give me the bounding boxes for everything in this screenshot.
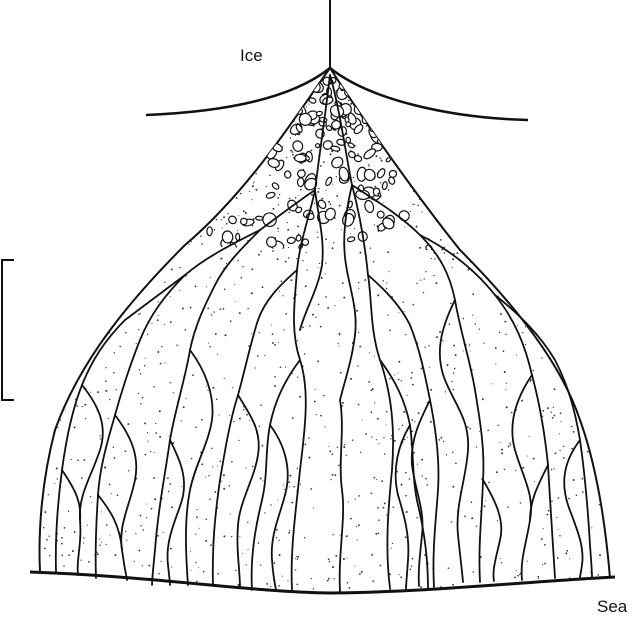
channel <box>330 75 393 588</box>
channel <box>512 375 532 580</box>
channel <box>270 425 288 590</box>
channel <box>495 295 592 578</box>
channel <box>352 185 483 582</box>
braided-channels <box>56 75 592 592</box>
sea-label: Sea <box>597 598 627 615</box>
channel <box>420 235 555 578</box>
channel <box>152 190 315 585</box>
sea-shoreline <box>30 572 615 593</box>
channel <box>483 480 501 581</box>
channel <box>115 415 136 580</box>
channel <box>167 440 184 585</box>
channel <box>186 350 213 585</box>
channel <box>62 470 80 520</box>
channel <box>98 495 122 550</box>
channel <box>368 275 439 587</box>
channel <box>564 440 582 578</box>
channel <box>396 425 410 589</box>
ice-label: Ice <box>240 47 263 64</box>
channel <box>530 465 548 520</box>
channel <box>340 400 343 592</box>
scale-bracket <box>2 260 14 400</box>
channel <box>237 395 258 588</box>
